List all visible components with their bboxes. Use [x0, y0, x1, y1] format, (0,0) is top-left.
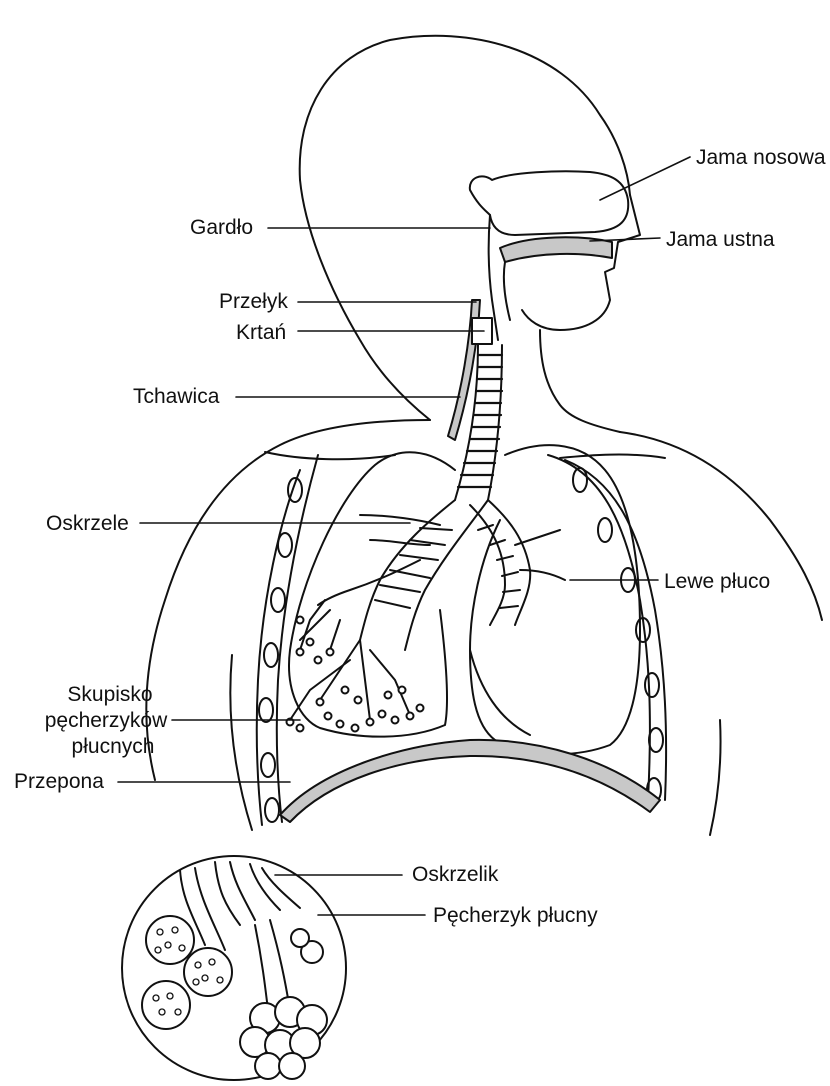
label-oskrzelik: Oskrzelik: [412, 862, 498, 887]
leader-lines: [118, 157, 690, 915]
lungs: [289, 445, 640, 754]
bronchus-branch-left: [318, 560, 420, 605]
alveoli-cluster: [287, 600, 424, 732]
label-jama-ustna: Jama ustna: [666, 227, 775, 252]
label-pecherzyk-plucny: Pęcherzyk płucny: [433, 903, 598, 928]
label-przepona: Przepona: [14, 769, 104, 794]
clavicle-right: [560, 455, 665, 458]
throat-wall-inner: [504, 262, 510, 320]
label-krtan: Krtań: [236, 320, 286, 345]
heart-notch: [470, 650, 530, 735]
right-lung-outline: [289, 452, 455, 736]
label-jama-nosowa: Jama nosowa: [696, 145, 826, 170]
label-tchawica: Tchawica: [133, 384, 219, 409]
label-przelyk: Przełyk: [219, 289, 288, 314]
nasal-cavity: [470, 171, 628, 235]
head-cavities: [470, 171, 628, 340]
label-skupisko-line3: płucnych: [58, 734, 168, 759]
right-torso: [710, 720, 721, 835]
diaphragm: [280, 740, 660, 822]
left-torso: [230, 655, 252, 830]
neck-front: [540, 330, 620, 432]
label-gardlo: Gardło: [190, 215, 253, 240]
face-outline: [560, 195, 640, 330]
label-skupisko-line1: Skupisko: [54, 682, 166, 707]
label-skupisko-line2: pęcherzyków: [36, 708, 176, 733]
inset-alveolar-sacs: [142, 916, 327, 1079]
label-oskrzele: Oskrzele: [46, 511, 129, 536]
jaw-line: [522, 310, 560, 330]
magnified-inset: [122, 856, 346, 1080]
back-of-neck: [300, 180, 430, 420]
clavicle-left: [265, 452, 395, 459]
trachea: [455, 345, 502, 500]
label-lewe-pluco: Lewe płuco: [664, 569, 770, 594]
